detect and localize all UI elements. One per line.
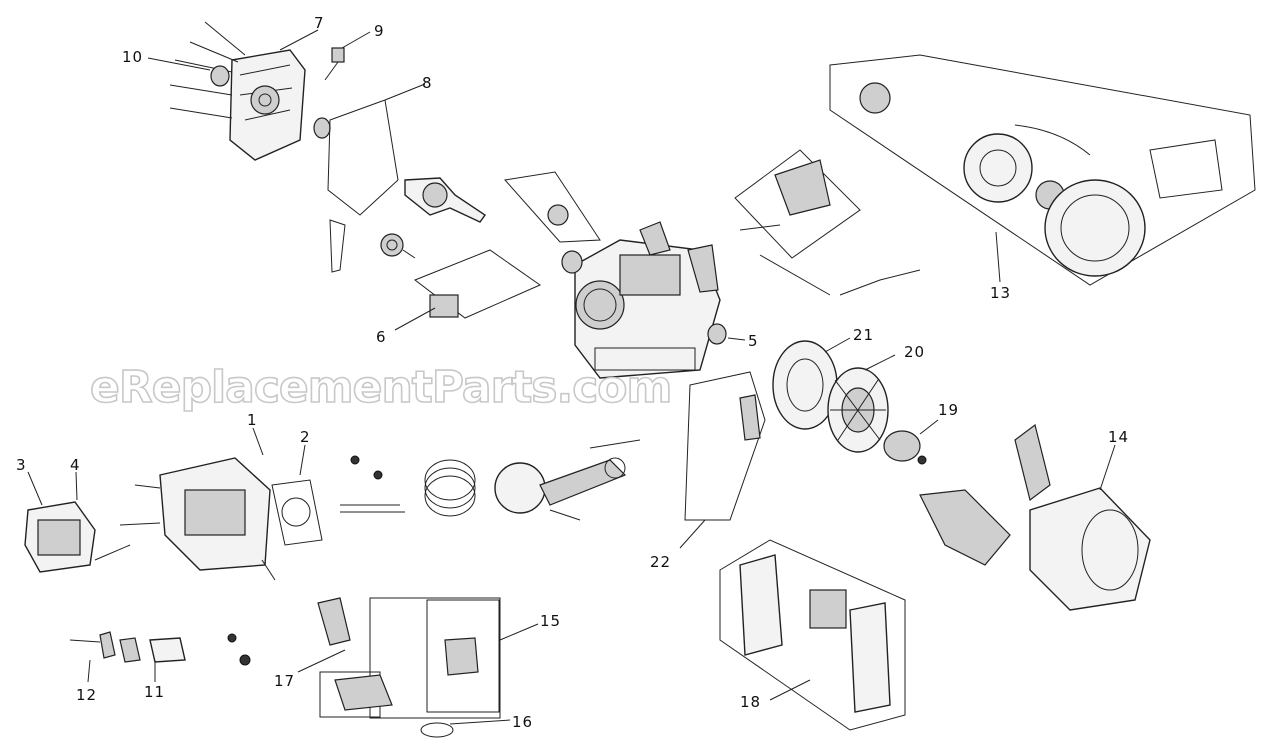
- part-6-oil-alert: [413, 249, 542, 319]
- part-20-cooling-fan: [827, 367, 889, 453]
- callout-21: 21: [853, 326, 874, 344]
- callout-9: 9: [374, 22, 385, 40]
- part-8-gasket: [327, 99, 399, 216]
- piston-rings: [424, 459, 476, 517]
- callout-19: 19: [938, 401, 959, 419]
- engine-block: [574, 221, 721, 379]
- callout-2: 2: [300, 428, 311, 446]
- valve-train: [340, 455, 405, 513]
- part-14-blower-housing: [919, 423, 1151, 611]
- camshaft-assembly: [504, 171, 601, 243]
- callout-10: 10: [122, 48, 143, 66]
- leader-lines: [27, 29, 1116, 725]
- callout-20: 20: [904, 343, 925, 361]
- callout-14: 14: [1108, 428, 1129, 446]
- part-18-air-cleaner: [719, 539, 906, 731]
- part-10-oil-seal: [210, 65, 230, 87]
- callout-17: 17: [274, 672, 295, 690]
- crank-seal: [313, 117, 331, 139]
- block-seal: [561, 250, 583, 274]
- callout-22: 22: [650, 553, 671, 571]
- callout-16: 16: [512, 713, 533, 731]
- part-17-choke-lever: [317, 597, 351, 646]
- callout-3: 3: [16, 456, 27, 474]
- crankshaft: [404, 177, 486, 223]
- callout-labels: 1 2 3 4 5 6 7 8 9 10 11 12 13 14 15 16 1…: [16, 14, 1129, 731]
- callout-15: 15: [540, 612, 561, 630]
- callout-18: 18: [740, 693, 761, 711]
- part-13-recoil-starter: [829, 54, 1256, 286]
- part-7-crankcase-cover: [169, 21, 306, 161]
- governor-linkage: [734, 149, 921, 296]
- callout-4: 4: [70, 456, 81, 474]
- watermark-text: eReplacementParts.com: [90, 362, 671, 413]
- callout-8: 8: [422, 74, 433, 92]
- part-19-starter-pulley: [883, 430, 927, 465]
- part-16-carburetor-gasket: [420, 722, 454, 738]
- part-15-carburetor: [319, 597, 501, 719]
- callout-5: 5: [748, 332, 759, 350]
- small-gaskets: [227, 633, 251, 666]
- callout-7: 7: [314, 14, 325, 32]
- part-2-head-gasket: [271, 479, 323, 546]
- governor-gear: [380, 233, 416, 259]
- callout-1: 1: [247, 411, 258, 429]
- callout-13: 13: [990, 284, 1011, 302]
- part-9-oil-plug: [324, 47, 345, 81]
- callout-6: 6: [376, 328, 387, 346]
- part-1-cylinder-head: [119, 457, 276, 581]
- piston-connecting-rod: [494, 439, 641, 521]
- callout-11: 11: [144, 683, 165, 701]
- governor-arm: [329, 219, 346, 273]
- part-21-flywheel: [772, 340, 838, 430]
- part-22-ignition-coil: [684, 371, 766, 521]
- callout-12: 12: [76, 686, 97, 704]
- part-3-4-valve-cover: [24, 501, 131, 573]
- part-11-12-intake: [69, 631, 186, 663]
- part-5-oil-seal: [707, 323, 727, 345]
